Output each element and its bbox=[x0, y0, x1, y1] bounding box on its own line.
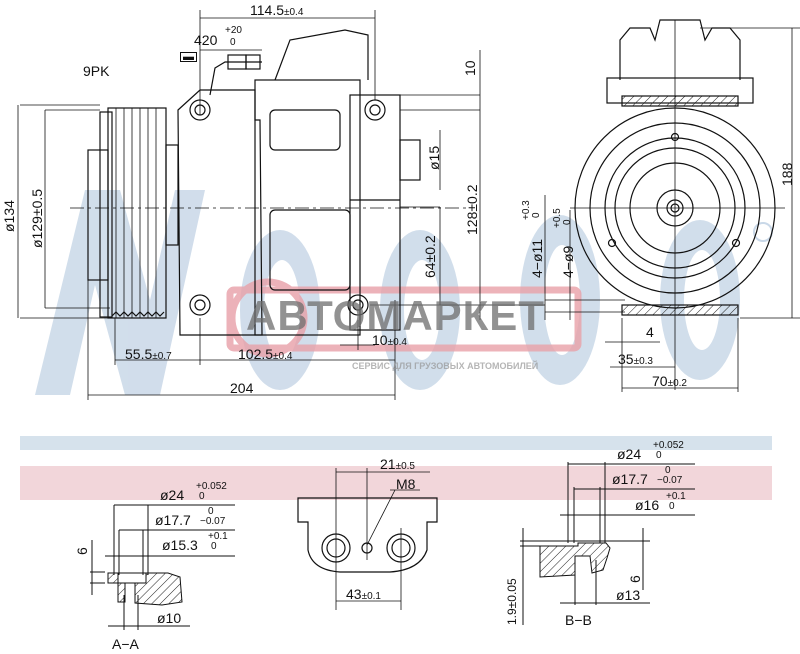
aa-dim-d17: ø17.7 bbox=[155, 512, 191, 528]
dim-outer-diameter: ø134 bbox=[1, 200, 17, 232]
dim-cable-length: 420 bbox=[194, 32, 218, 48]
dim-cable-tol-minus: 0 bbox=[230, 37, 236, 48]
dim-hole-11: 4−ø11 bbox=[529, 238, 545, 278]
bb-dim-d17: ø17.7 bbox=[612, 471, 648, 487]
dim-hole-9: 4−ø9 bbox=[560, 245, 576, 278]
dim-pulley-to-mount: 55.5±0.7 bbox=[125, 346, 172, 362]
port-flange bbox=[297, 468, 438, 610]
dim-hole-9-tol-minus: 0 bbox=[562, 219, 573, 225]
flange-thread-label: M8 bbox=[396, 476, 416, 492]
bb-dim-d24-tol-minus: 0 bbox=[656, 450, 662, 461]
bb-dim-d17-tol-minus: −0.07 bbox=[657, 475, 683, 486]
front-view-dimension-lines bbox=[570, 20, 800, 392]
bb-dim-depth: 6 bbox=[627, 575, 643, 583]
aa-dim-d15-tol-plus: +0.1 bbox=[208, 531, 228, 542]
dim-front-width: 70±0.2 bbox=[652, 373, 687, 389]
bb-dim-d16: ø16 bbox=[635, 497, 660, 513]
section-bb-title: B−B bbox=[565, 612, 592, 628]
dim-boss-width: 10±0.4 bbox=[372, 332, 407, 348]
bb-dim-d16-tol-minus: 0 bbox=[669, 501, 675, 512]
section-aa bbox=[90, 504, 235, 630]
aa-dim-d17-tol-plus: 0 bbox=[208, 506, 214, 517]
flange-dim-spacing: 43±0.1 bbox=[346, 586, 381, 602]
section-bb bbox=[520, 462, 695, 625]
connector-symbol-icon: ▬ bbox=[180, 52, 197, 63]
side-view bbox=[70, 29, 470, 336]
belt-type-label: 9PK bbox=[83, 63, 110, 79]
section-aa-title: A−A bbox=[112, 636, 139, 652]
flange-dim-offset: 21±0.5 bbox=[380, 456, 415, 472]
blue-band bbox=[20, 436, 772, 450]
aa-dim-d17-tol-minus: −0.07 bbox=[200, 516, 226, 527]
dim-half-height: 64±0.2 bbox=[422, 235, 438, 278]
aa-dim-d24-tol-plus: +0.052 bbox=[196, 481, 227, 492]
bb-dim-d24: ø24 bbox=[617, 446, 642, 462]
bb-dim-d17-tol-plus: 0 bbox=[665, 465, 671, 476]
bb-dim-step: 1.9±0.05 bbox=[505, 578, 519, 625]
side-view-dimension-lines bbox=[17, 10, 625, 400]
aa-dim-d24: ø24 bbox=[160, 487, 185, 503]
dim-top-width: 114.5±0.4 bbox=[250, 2, 304, 18]
dim-hole-11-tol-minus: 0 bbox=[531, 212, 542, 218]
aa-dim-d15-tol-minus: 0 bbox=[211, 541, 217, 552]
bb-dim-d13: ø13 bbox=[616, 587, 641, 603]
aa-dim-depth: 6 bbox=[74, 547, 90, 555]
dim-front-height: 188 bbox=[779, 162, 795, 186]
dim-pulley-diameter: ø129±0.5 bbox=[29, 188, 45, 248]
dim-front-half-width: 35±0.3 bbox=[618, 351, 653, 367]
aa-dim-d15: ø15.3 bbox=[162, 537, 198, 553]
aa-dim-d10: ø10 bbox=[157, 610, 182, 626]
bb-dim-d16-tol-plus: +0.1 bbox=[666, 491, 686, 502]
dim-front-ear: 4 bbox=[646, 324, 654, 340]
dim-cable-tol-plus: +20 bbox=[225, 25, 242, 36]
shop-watermark-tagline: СЕРВИС ДЛЯ ГРУЗОВЫХ АВТОМОБИЛЕЙ bbox=[352, 361, 539, 371]
shop-watermark-title: АВТОМАРКЕТ bbox=[246, 292, 545, 339]
dim-port-diameter: ø15 bbox=[426, 145, 442, 170]
dim-total-length: 204 bbox=[230, 380, 254, 396]
dim-mount-height: 128±0.2 bbox=[464, 184, 480, 235]
dim-top-offset: 10 bbox=[462, 60, 478, 76]
dim-mount-span: 102.5±0.4 bbox=[238, 346, 293, 362]
aa-dim-d24-tol-minus: 0 bbox=[199, 491, 205, 502]
shop-logo-watermark bbox=[226, 278, 582, 358]
bb-dim-d24-tol-plus: +0.052 bbox=[653, 440, 684, 451]
